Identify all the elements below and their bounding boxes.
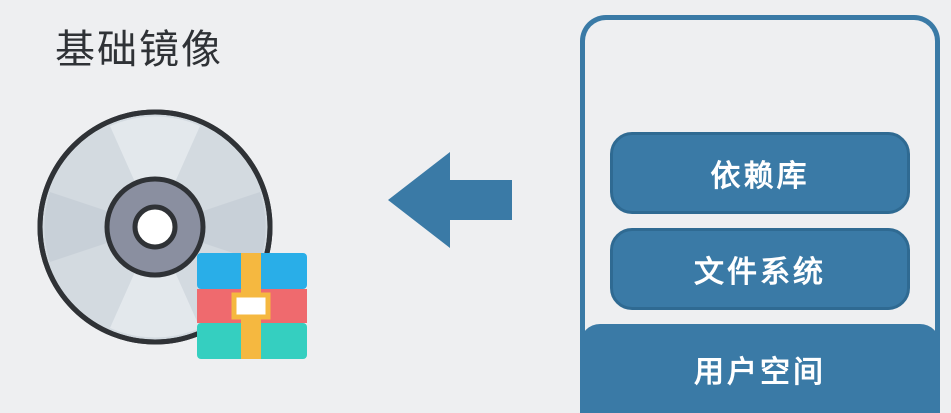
package-icon — [197, 253, 307, 359]
dependency-layer: 依赖库 — [610, 132, 910, 214]
userspace-layer: 用户空间 — [580, 324, 940, 413]
arrow-left-icon — [388, 152, 512, 248]
base-image-title: 基础镜像 — [55, 27, 223, 73]
container-stack-frame — [580, 15, 940, 410]
filesystem-layer: 文件系统 — [610, 228, 910, 310]
disc-icon — [37, 109, 307, 359]
